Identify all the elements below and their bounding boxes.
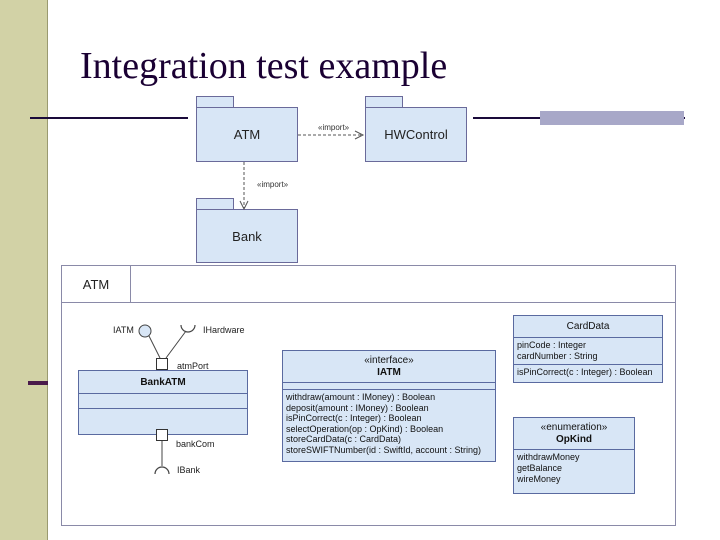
left-accent-bar: [0, 0, 47, 540]
opkind-name: OpKind: [555, 434, 593, 445]
carddata-attr: pinCode : Integer: [517, 340, 587, 350]
hwcontrol-package: HWControl: [365, 107, 467, 162]
opkind-header: «enumeration» OpKind: [514, 418, 634, 450]
slide-title: Integration test example: [80, 45, 448, 87]
iatm-op: deposit(amount : IMoney) : Boolean: [286, 402, 429, 413]
atm-frame-label: ATM: [82, 276, 110, 292]
bankcom-label: bankCom: [176, 439, 215, 449]
left-accent-stripe: [28, 381, 48, 385]
ihardware-socket-icon: [180, 324, 196, 333]
iatm-lollipop-icon: [138, 324, 152, 338]
bank-package: Bank: [196, 209, 298, 263]
package-gap-patch: [190, 162, 474, 210]
carddata-class: CardData pinCode : Integer cardNumber : …: [513, 315, 663, 383]
bankatm-name: BankATM: [79, 371, 247, 394]
iatm-name: IATM: [377, 367, 401, 378]
iatm-port-label: IATM: [113, 325, 134, 335]
opkind-literal: withdrawMoney: [517, 452, 580, 462]
atm-package: ATM: [196, 107, 298, 162]
import-label-horizontal: «import»: [318, 123, 350, 132]
bankatm-class: BankATM: [78, 370, 248, 435]
iatm-op: isPinCorrect(c : Integer) : Boolean: [286, 413, 422, 423]
iatm-header: «interface» IATM: [283, 351, 495, 383]
opkind-stereotype: «enumeration»: [540, 422, 608, 433]
opkind-literal-compartment: withdrawMoney getBalance wireMoney: [514, 450, 634, 487]
iatm-op: storeCardData(c : CardData): [286, 434, 402, 444]
carddata-op-compartment: isPinCorrect(c : Integer) : Boolean: [514, 365, 662, 380]
bankatm-op-compartment: [79, 409, 247, 423]
atm-frame-divider: [61, 302, 676, 303]
iatm-stereotype: «interface»: [364, 355, 414, 366]
import-label-vertical: «import»: [257, 180, 289, 189]
hwcontrol-package-label: HWControl: [384, 127, 448, 142]
carddata-attr: cardNumber : String: [517, 351, 598, 361]
title-rule-left: [30, 117, 190, 119]
iatm-interface: «interface» IATM withdraw(amount : IMone…: [282, 350, 496, 462]
atmport-icon: [156, 358, 168, 370]
iatm-attr-compartment: [283, 383, 495, 390]
carddata-name: CardData: [514, 316, 662, 338]
carddata-attr-compartment: pinCode : Integer cardNumber : String: [514, 338, 662, 365]
iatm-op: withdraw(amount : IMoney) : Boolean: [286, 392, 436, 402]
ihardware-port-label: IHardware: [203, 325, 245, 335]
carddata-op: isPinCorrect(c : Integer) : Boolean: [517, 367, 653, 377]
iatm-op-compartment: withdraw(amount : IMoney) : Boolean depo…: [283, 390, 495, 457]
opkind-enumeration: «enumeration» OpKind withdrawMoney getBa…: [513, 417, 635, 494]
import-arrowhead-vertical: [239, 200, 249, 211]
bankatm-attr-compartment: [79, 394, 247, 409]
title-accent-band: [540, 111, 684, 125]
left-accent-line: [47, 0, 48, 540]
opkind-literal: wireMoney: [517, 474, 561, 484]
atm-frame-tab: ATM: [61, 265, 131, 303]
ibank-socket-icon: [154, 466, 170, 475]
iatm-op: storeSWIFTNumber(id : SwiftId, account :…: [286, 444, 482, 455]
opkind-literal: getBalance: [517, 463, 563, 473]
import-arrowhead-horizontal: [354, 130, 365, 140]
iatm-op: selectOperation(op : OpKind) : Boolean: [286, 423, 444, 434]
atm-package-label: ATM: [233, 127, 261, 142]
ibank-label: IBank: [177, 465, 201, 475]
bankcom-icon: [156, 429, 168, 441]
bank-package-label: Bank: [232, 228, 262, 244]
atmport-label: atmPort: [177, 361, 209, 371]
